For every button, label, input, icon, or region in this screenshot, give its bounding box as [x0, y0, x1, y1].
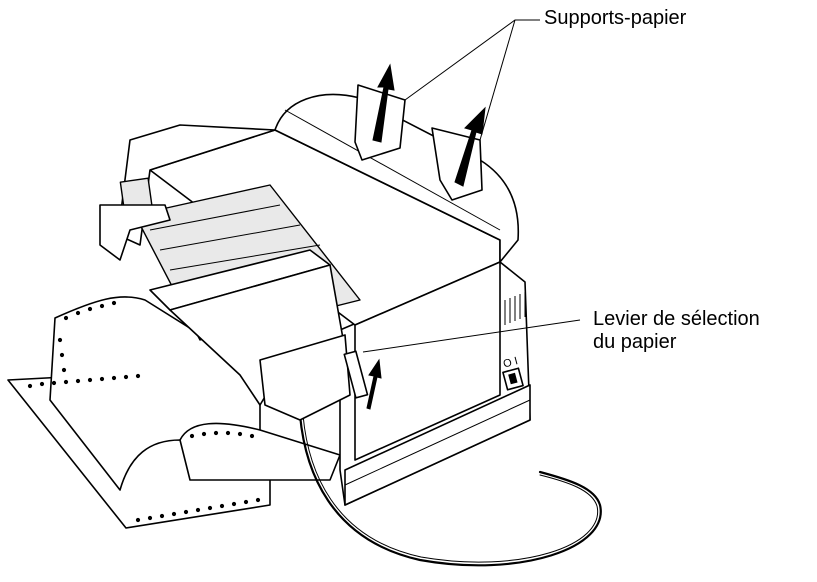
callout-paper-supports: Supports-papier — [544, 7, 686, 30]
leader-lines — [362, 19, 581, 353]
callout-paper-select-lever: Levier de sélection du papier — [593, 308, 760, 354]
printer-body — [99, 93, 531, 506]
power-switch-label: O I — [502, 355, 519, 370]
paper-support-right — [431, 106, 486, 201]
power-cable — [298, 413, 602, 567]
callout-paper-supports-label: Supports-papier — [544, 7, 687, 29]
callout-lever-line2: du papier — [593, 331, 677, 353]
callout-lever-line1: Levier de sélection — [593, 308, 760, 330]
paper-support-left — [354, 63, 406, 161]
paper-select-lever — [343, 350, 382, 410]
